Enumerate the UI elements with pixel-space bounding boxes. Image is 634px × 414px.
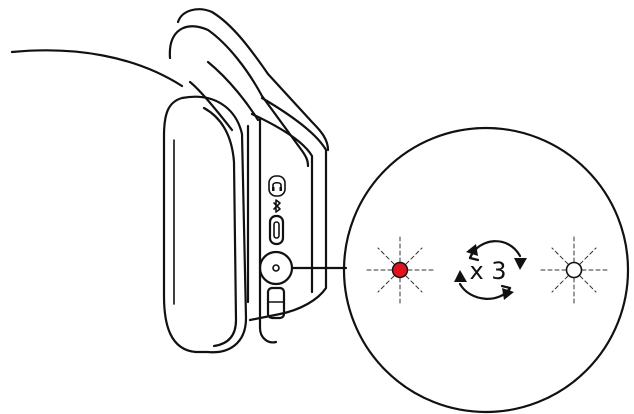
led-red-rays [365, 235, 435, 305]
power-button [258, 250, 294, 286]
ear-cup-housing [246, 96, 328, 344]
led-red-dot [391, 261, 409, 279]
led-off-rays [539, 235, 609, 305]
led-off-indicator [539, 235, 609, 305]
cycle-arrows-icon: x 3 [454, 240, 527, 300]
ear-cushion [162, 95, 248, 354]
side-controls [258, 175, 294, 320]
headband [10, 8, 330, 168]
headphones-icon [268, 175, 286, 197]
led-red-indicator [365, 235, 435, 305]
bluetooth-icon [273, 199, 281, 213]
usb-c-port-icon [268, 214, 285, 246]
slider-switch [266, 286, 286, 320]
callout-circle [342, 126, 630, 414]
led-off-dot [565, 261, 583, 279]
power-button-icon [272, 264, 280, 272]
repeat-count-label: x 3 [469, 257, 506, 285]
